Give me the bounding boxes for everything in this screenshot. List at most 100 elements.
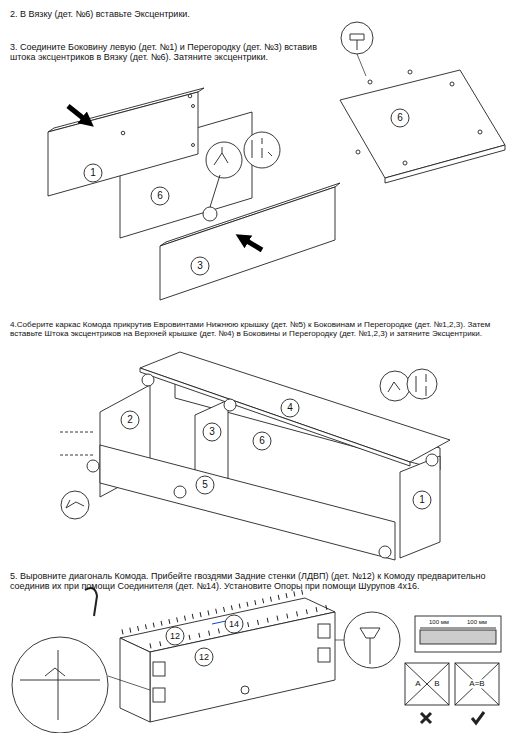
inset-binder (340, 22, 505, 183)
callout-number: 5 (202, 479, 208, 491)
callout-circles-part (196, 476, 214, 494)
detail-circles-part (206, 142, 242, 178)
inset-binder-part (385, 145, 505, 183)
step5-insets-part (405, 663, 449, 705)
step5-insets-part (455, 663, 499, 705)
inset-binder-part (478, 130, 482, 134)
step4-frame-part (87, 460, 99, 472)
step5-chest-part (85, 588, 97, 616)
detail-circles-part (210, 175, 220, 207)
step5-insets (405, 616, 501, 723)
step4-frame-part (60, 455, 95, 456)
step5-insets-part (405, 663, 449, 705)
callout-circles-part (253, 432, 271, 450)
instruction-text: 3. Соедините Боковину левую (дет. №1) и … (10, 42, 340, 63)
callout-circles-part (151, 187, 169, 205)
callout-number: 12 (170, 631, 180, 641)
step4-frame-part (224, 399, 236, 411)
step5-chest-part (122, 592, 303, 632)
step3-panels-part (192, 105, 195, 108)
instruction-text: 4.Соберите каркас Комода прикрутив Евров… (10, 320, 505, 339)
step4-frame-part (66, 500, 84, 508)
step3-panels (48, 88, 340, 300)
callout-number: 4 (287, 402, 293, 414)
callout-number: 6 (397, 112, 403, 124)
step4-frame-part (140, 368, 410, 466)
step5-insets-part (415, 616, 501, 652)
detail-circles-part (214, 147, 228, 165)
detail-circles (203, 132, 280, 221)
step3-panels-part (160, 187, 335, 300)
step4-frame-part (400, 456, 440, 558)
step4-frame-part (426, 454, 438, 466)
callout-circles-part (391, 109, 409, 127)
diagonal-label: A=B (468, 679, 485, 688)
step4-frame-part (174, 486, 186, 498)
step4-frame-part (140, 352, 450, 462)
step5-chest-part (344, 612, 400, 668)
callout-number: 12 (199, 652, 209, 662)
callout-circles-part (121, 411, 139, 429)
step5-chest-part (335, 640, 344, 641)
step4-frame-part (388, 382, 400, 392)
callout-number: 1 (419, 494, 425, 506)
inset-binder-part (368, 80, 372, 84)
callout-circles-part (225, 615, 243, 633)
step3-arrows-part (242, 238, 262, 250)
inset-binder-part (357, 54, 366, 76)
step5-chest-part (153, 688, 165, 702)
step3-panels-part (192, 144, 195, 147)
step4-frame-part (61, 491, 89, 519)
step5-chest-part (241, 686, 249, 694)
step5-chest (12, 588, 400, 733)
instruction-text: 5. Выровните диагональ Комода. Прибейте … (10, 571, 505, 592)
step5-chest-part (12, 637, 108, 733)
callout-circles-part (413, 491, 431, 509)
step5-chest-part (120, 638, 150, 722)
dimension-label: 100 мм (428, 619, 450, 626)
step5-insets-part (420, 628, 458, 629)
step3-arrows-part (68, 106, 88, 122)
step5-insets-part (455, 663, 499, 705)
step5-chest-part (108, 676, 150, 690)
inset-binder-part (340, 70, 505, 178)
diagonal-label: B (433, 679, 440, 688)
diagonal-label: A (414, 679, 421, 688)
step3-panels-part (48, 92, 198, 196)
dimension-label: 100 мм (466, 619, 488, 626)
step4-frame (60, 352, 450, 560)
inset-binder-part (350, 34, 364, 50)
step5-insets-part (405, 663, 449, 705)
step5-insets-part (472, 712, 484, 723)
step4-frame-part (380, 371, 410, 401)
step4-frame-part (142, 374, 154, 386)
step3-panels-part (121, 131, 125, 135)
inset-binder-part (450, 82, 454, 86)
inset-binder-part (341, 22, 373, 54)
callout-circles-part (191, 257, 209, 275)
detail-circles-part (203, 207, 217, 221)
callout-number: 14 (229, 619, 239, 629)
callout-number: 1 (90, 167, 96, 179)
callout-circles-part (166, 627, 184, 645)
step5-insets-part (420, 630, 496, 644)
step5-chest-part (360, 628, 380, 664)
step5-insets-part (421, 713, 431, 723)
callout-circles-part (281, 399, 299, 417)
detail-circles-part (244, 132, 280, 168)
step5-chest-part (318, 648, 330, 662)
inset-binder-part (408, 70, 412, 74)
callout-number: 3 (197, 260, 203, 272)
callout-number: 3 (209, 426, 215, 438)
step4-frame-part (100, 445, 395, 560)
step3-panels-part (188, 94, 192, 98)
step4-frame-part (379, 546, 391, 558)
step5-chest-part (20, 650, 100, 720)
step5-insets-part (455, 663, 499, 705)
step4-frame-part (416, 374, 426, 396)
step5-chest-part (150, 612, 335, 722)
callout-circles-part (195, 648, 213, 666)
step5-chest-part (318, 624, 330, 638)
step3-arrows (68, 106, 262, 250)
